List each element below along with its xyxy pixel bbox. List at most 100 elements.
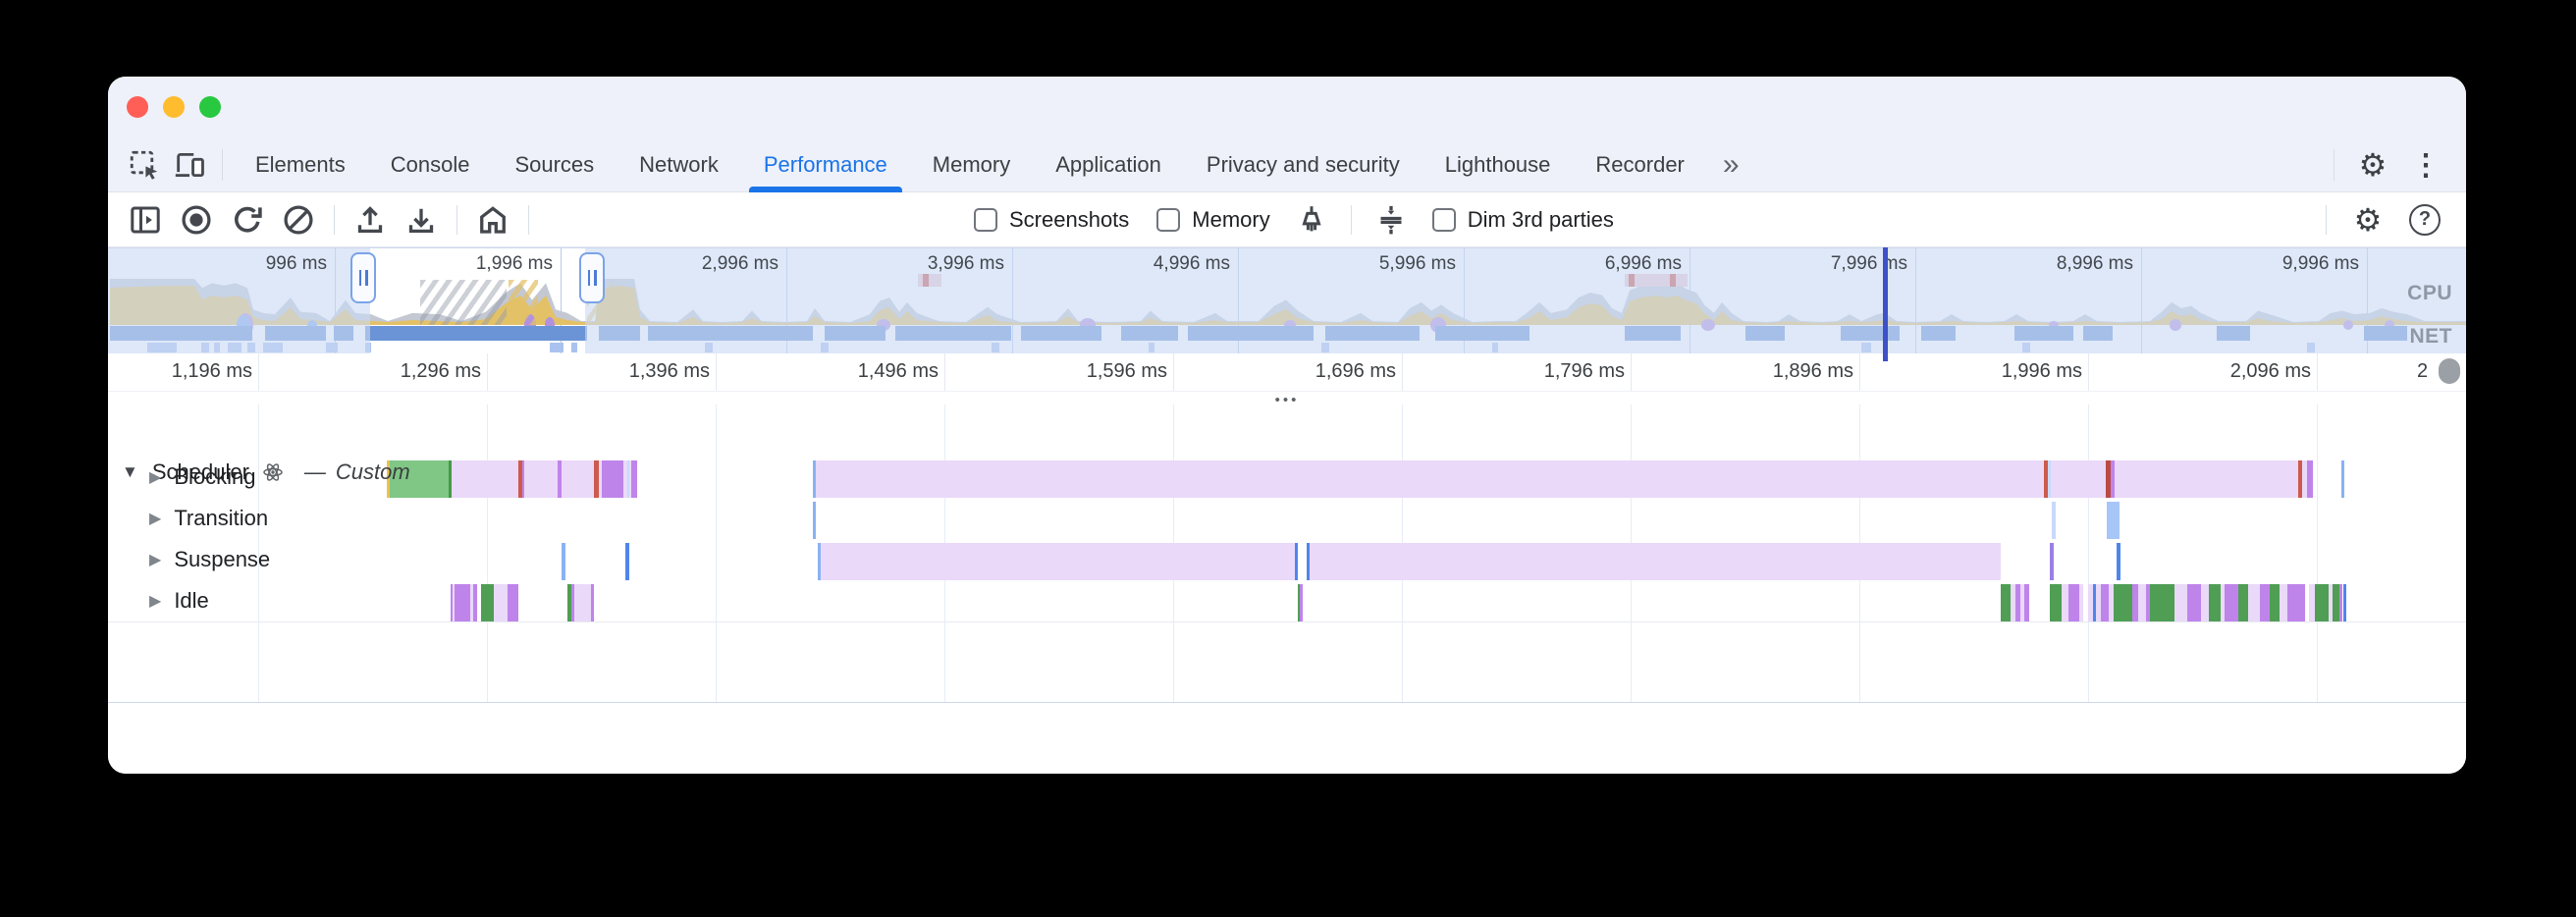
screenshots-checkbox[interactable]: Screenshots: [974, 207, 1129, 233]
event-segment-idle[interactable]: [591, 584, 594, 621]
event-segment-blocking[interactable]: [2111, 460, 2115, 498]
tab-memory[interactable]: Memory: [932, 152, 1011, 177]
checkbox-box[interactable]: [974, 207, 997, 232]
gc-brush-icon[interactable]: [1288, 198, 1335, 242]
track-header-scheduler[interactable]: ▼ Scheduler — Custom: [122, 459, 410, 485]
collapse-icon[interactable]: [1368, 198, 1415, 242]
event-segment-idle[interactable]: [2280, 584, 2287, 621]
event-segment-idle[interactable]: [2329, 584, 2333, 621]
tab-console[interactable]: Console: [390, 152, 470, 177]
event-segment-blocking[interactable]: [2115, 460, 2298, 498]
customize-menu-icon[interactable]: ⋮: [2411, 148, 2441, 182]
event-segment-idle[interactable]: [473, 584, 477, 621]
expand-triangle-icon[interactable]: ▶: [149, 552, 162, 568]
tab-recorder[interactable]: Recorder: [1595, 152, 1685, 177]
event-segment-idle[interactable]: [2114, 584, 2132, 621]
event-segment-idle[interactable]: [2050, 584, 2062, 621]
event-segment-blocking[interactable]: [623, 460, 627, 498]
selection-handle-right[interactable]: [579, 252, 605, 303]
event-segment-idle[interactable]: [574, 584, 591, 621]
tab-application[interactable]: Application: [1055, 152, 1161, 177]
event-segment-suspense[interactable]: [1295, 543, 1298, 580]
event-segment-idle[interactable]: [2339, 584, 2342, 621]
event-segment-blocking[interactable]: [2307, 460, 2313, 498]
event-segment-blocking[interactable]: [627, 460, 629, 498]
dim-3rd-parties-checkbox[interactable]: Dim 3rd parties: [1431, 207, 1614, 233]
event-segment-idle[interactable]: [2020, 584, 2024, 621]
expand-triangle-icon[interactable]: ▶: [149, 593, 162, 610]
event-segment-idle[interactable]: [455, 584, 470, 621]
event-segment-idle[interactable]: [470, 584, 473, 621]
inspect-icon[interactable]: [122, 143, 167, 187]
vertical-scrollbar-thumb[interactable]: [2439, 358, 2460, 384]
tab-sources[interactable]: Sources: [514, 152, 595, 177]
event-segment-blocking[interactable]: [2298, 460, 2302, 498]
event-segment-idle[interactable]: [2001, 584, 2011, 621]
memory-checkbox[interactable]: Memory: [1156, 207, 1270, 233]
capture-settings-gear-icon[interactable]: ⚙: [2353, 201, 2383, 238]
row-label-idle[interactable]: ▶Idle: [149, 588, 209, 614]
event-segment-idle[interactable]: [451, 584, 453, 621]
flame-chart[interactable]: ▼ Scheduler — Custom ▶Blocking▶Transitio…: [108, 405, 2466, 703]
clear-icon[interactable]: [275, 198, 322, 242]
event-segment-blocking[interactable]: [449, 460, 452, 498]
event-segment-blocking[interactable]: [2044, 460, 2048, 498]
event-segment-idle[interactable]: [2096, 584, 2101, 621]
event-segment-suspense[interactable]: [2117, 543, 2120, 580]
event-segment-idle[interactable]: [2062, 584, 2068, 621]
event-segment-idle[interactable]: [2088, 584, 2093, 621]
event-segment-blocking[interactable]: [631, 460, 637, 498]
event-segment-idle[interactable]: [2333, 584, 2339, 621]
device-toolbar-icon[interactable]: [167, 143, 212, 187]
event-segment-idle[interactable]: [2174, 584, 2187, 621]
event-segment-idle[interactable]: [2101, 584, 2109, 621]
event-segment-blocking[interactable]: [562, 460, 594, 498]
event-segment-idle[interactable]: [508, 584, 518, 621]
event-segment-suspense[interactable]: [1310, 543, 2001, 580]
zoom-window-button[interactable]: [199, 96, 221, 118]
collapse-triangle-icon[interactable]: ▼: [122, 462, 138, 481]
event-segment-blocking[interactable]: [2048, 460, 2051, 498]
minimize-window-button[interactable]: [163, 96, 185, 118]
event-segment-idle[interactable]: [2209, 584, 2221, 621]
event-segment-idle[interactable]: [453, 584, 455, 621]
event-segment-blocking[interactable]: [390, 460, 449, 498]
event-segment-idle[interactable]: [2068, 584, 2079, 621]
upload-icon[interactable]: [347, 198, 394, 242]
row-label-transition[interactable]: ▶Transition: [149, 506, 268, 531]
event-segment-idle[interactable]: [571, 584, 574, 621]
selection-handle-left[interactable]: [350, 252, 376, 303]
event-segment-idle[interactable]: [2011, 584, 2015, 621]
playhead-marker[interactable]: [1883, 247, 1888, 361]
event-segment-blocking[interactable]: [629, 460, 631, 498]
help-icon[interactable]: ?: [2401, 198, 2448, 242]
event-segment-idle[interactable]: [2079, 584, 2083, 621]
event-segment-idle[interactable]: [2132, 584, 2138, 621]
event-segment-idle[interactable]: [2015, 584, 2020, 621]
event-segment-blocking[interactable]: [558, 460, 562, 498]
event-segment-idle[interactable]: [2343, 584, 2346, 621]
checkbox-box[interactable]: [1431, 207, 1456, 232]
event-segment-blocking[interactable]: [594, 460, 599, 498]
event-segment-idle[interactable]: [2315, 584, 2329, 621]
tab-elements[interactable]: Elements: [255, 152, 346, 177]
event-segment-idle[interactable]: [2287, 584, 2305, 621]
close-window-button[interactable]: [127, 96, 148, 118]
download-icon[interactable]: [398, 198, 445, 242]
event-segment-idle[interactable]: [1300, 584, 1303, 621]
event-segment-suspense[interactable]: [562, 543, 565, 580]
event-segment-blocking[interactable]: [602, 460, 623, 498]
event-segment-transition[interactable]: [813, 502, 816, 539]
toggle-sidebar-icon[interactable]: [122, 198, 169, 242]
tab-network[interactable]: Network: [639, 152, 719, 177]
tab-performance[interactable]: Performance: [741, 137, 910, 192]
expand-triangle-icon[interactable]: ▶: [149, 511, 162, 527]
event-segment-idle[interactable]: [567, 584, 571, 621]
checkbox-box[interactable]: [1156, 207, 1181, 232]
event-segment-blocking[interactable]: [813, 460, 816, 498]
event-segment-transition[interactable]: [2052, 502, 2056, 539]
event-segment-idle[interactable]: [2309, 584, 2315, 621]
event-segment-blocking[interactable]: [2302, 460, 2307, 498]
event-segment-suspense[interactable]: [1307, 543, 1310, 580]
